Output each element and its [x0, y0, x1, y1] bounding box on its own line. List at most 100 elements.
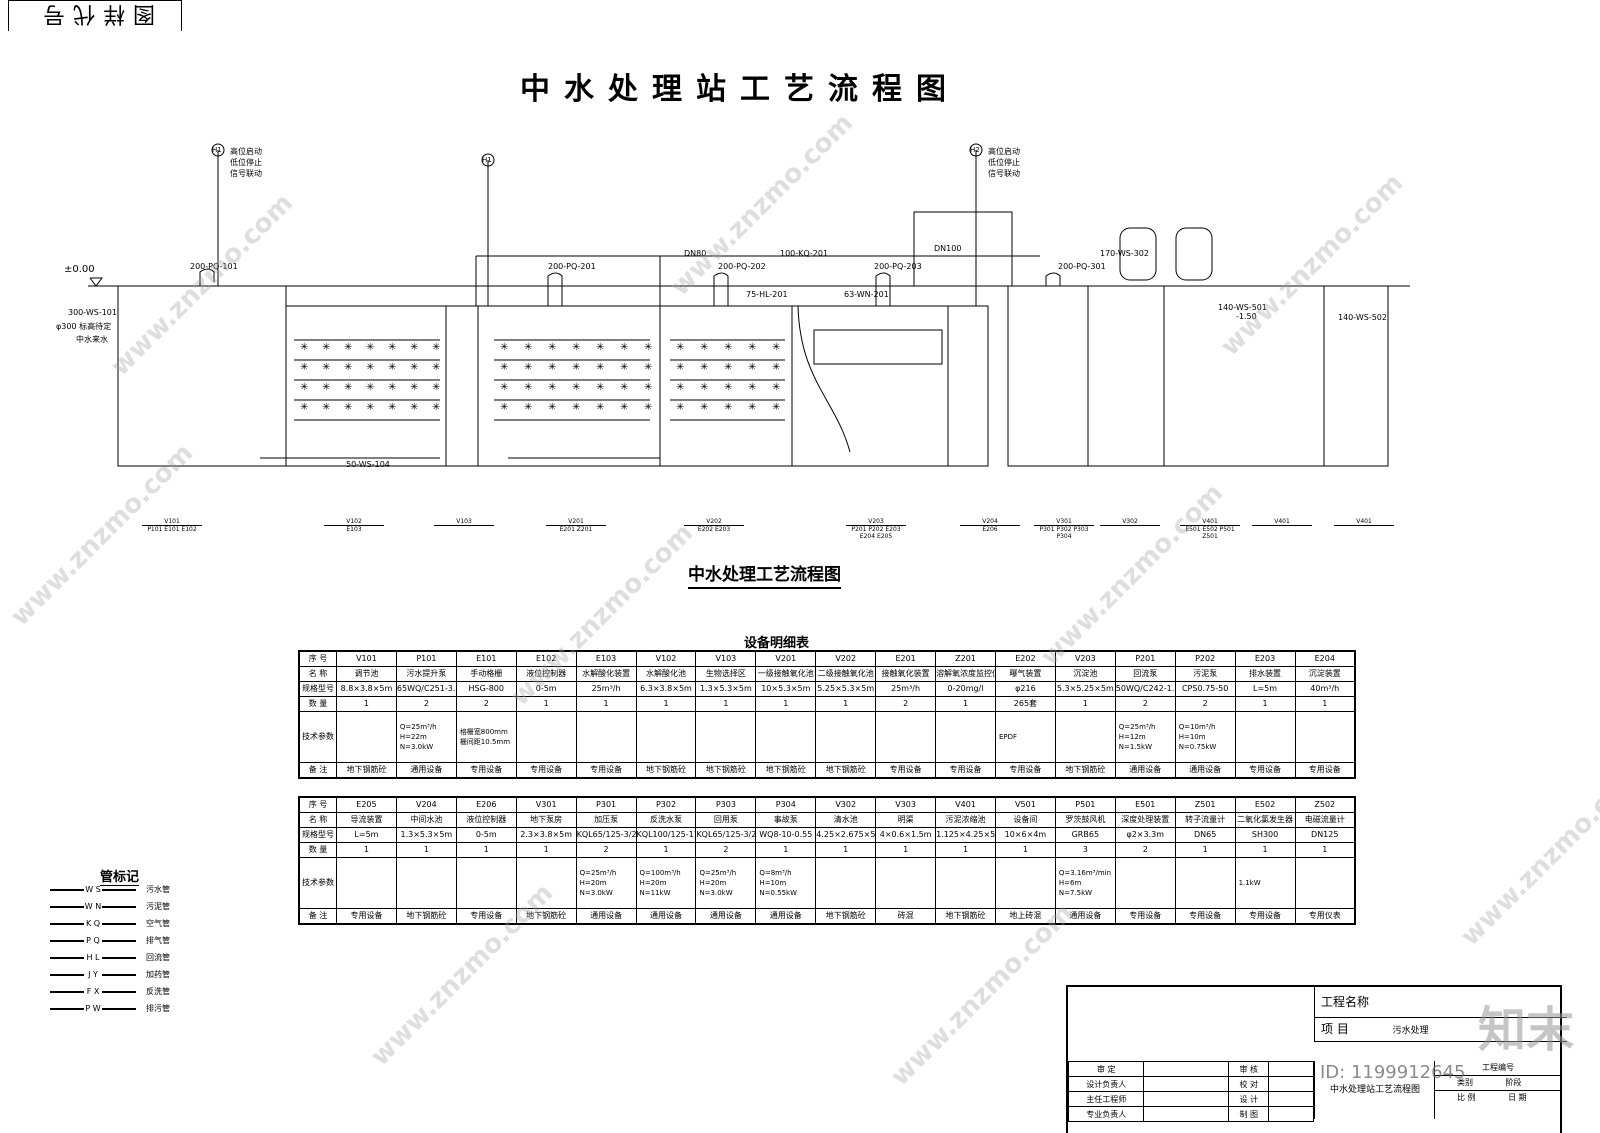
item-label: 项 目 — [1321, 1022, 1349, 1036]
tank-code-equipment: E501 E502 P501 Z501 — [1185, 526, 1235, 540]
aerator-mark: ✳ — [676, 382, 684, 393]
aerator-mark: ✳ — [748, 342, 756, 353]
table-cell: 地下钢筋砼 — [515, 908, 577, 925]
signoff-role: 制 图 — [1228, 1106, 1269, 1122]
legend-name: 加药管 — [146, 970, 170, 979]
pipe-label: 63-WN-201 — [844, 290, 889, 299]
pipe-label: 50-WS-104 — [346, 460, 390, 469]
aerator-mark: ✳ — [500, 362, 508, 373]
aerator-mark: ✳ — [748, 362, 756, 373]
aerator-mark: ✳ — [500, 382, 508, 393]
table-cell: 地下钢筋砼 — [935, 908, 996, 925]
table-cell: 1 — [395, 842, 457, 858]
table-cell: 1 — [1294, 696, 1356, 712]
row-label: 名 称 — [298, 666, 337, 682]
title-block: 审 定审 核设计负责人校 对主任工程师设 计专业负责人制 图 工程名称 项 目 … — [1066, 985, 1567, 1133]
aerator-mark: ✳ — [676, 362, 684, 373]
aerator-mark: ✳ — [596, 402, 604, 413]
table-cell: P302 — [635, 796, 697, 813]
table-cell: V401 — [935, 796, 996, 813]
table-cell: V102 — [635, 650, 697, 667]
table-cell: 专用设备 — [994, 762, 1056, 779]
signoff-row: 审 定审 核 — [1067, 1061, 1314, 1077]
aerator-mark: ✳ — [724, 342, 732, 353]
aerator-mark: ✳ — [596, 382, 604, 393]
legend-line — [102, 905, 136, 908]
table-cell: 深度处理装置 — [1114, 812, 1176, 828]
aerator-mark: ✳ — [620, 342, 628, 353]
signoff-sign — [1143, 1061, 1230, 1077]
tank-code-id: V201 — [546, 518, 606, 526]
table-cell: V301 — [515, 796, 577, 813]
row-label: 数 量 — [298, 696, 337, 712]
table-cell: EPDF — [994, 711, 1056, 763]
table-cell: 调节池 — [336, 666, 397, 682]
aerator-mark: ✳ — [500, 342, 508, 353]
table-cell — [1294, 857, 1356, 909]
tank-middle — [947, 305, 989, 467]
table-cell: 专用设备 — [455, 908, 517, 925]
pipe-label: 140-WS-502 — [1338, 313, 1387, 322]
table-cell: E203 — [1234, 650, 1296, 667]
legend-code: H L — [86, 953, 100, 962]
table-cell: 通用设备 — [1054, 908, 1116, 925]
table-cell: 专用设备 — [1234, 762, 1296, 779]
table-cell: 溶解氧浓度监控仪 — [935, 666, 996, 682]
table-cell: 专用设备 — [575, 762, 637, 779]
table-cell: 5.3×5.25×5m — [1054, 681, 1116, 697]
table-row: 备 注地下钢筋砼通用设备专用设备专用设备专用设备地下钢筋砼地下钢筋砼地下钢筋砼地… — [298, 762, 1356, 779]
table-cell: 8.8×3.8×5m — [336, 681, 397, 697]
legend-line — [50, 905, 84, 908]
table-cell: 中间水池 — [395, 812, 457, 828]
aerator-mark: ✳ — [572, 362, 580, 373]
table-cell: 4×0.6×1.5m — [875, 827, 937, 843]
table-cell: 地下钢筋砼 — [635, 762, 697, 779]
table-cell: 1.125×4.25×5m — [935, 827, 996, 843]
legend-code: W N — [84, 902, 102, 911]
table-cell: 1 — [935, 842, 996, 858]
aerator-mark: ✳ — [300, 402, 308, 413]
table-cell: 沉淀装置 — [1294, 666, 1356, 682]
signoff-role: 主任工程师 — [1067, 1091, 1145, 1107]
table-cell: 接触氧化装置 — [875, 666, 937, 682]
table-cell: 1.1kW — [1234, 857, 1296, 909]
signoff-role: 设 计 — [1228, 1091, 1269, 1107]
table-cell: V103 — [695, 650, 757, 667]
table-cell: Q=25m³/h H=20m N=3.0kW — [575, 857, 637, 909]
watermark-logo: 知末 — [1478, 1002, 1575, 1058]
signoff-role: 设计负责人 — [1067, 1076, 1145, 1092]
pipe-label: 200-PQ-301 — [1058, 262, 1106, 271]
tank-code: V103 — [434, 518, 494, 526]
table-cell: 1 — [515, 696, 577, 712]
row-label: 规格型号 — [298, 681, 337, 697]
table-cell: 明渠 — [875, 812, 937, 828]
pipe-label: 200-PQ-202 — [718, 262, 766, 271]
table-cell: 1 — [575, 696, 637, 712]
table-cell: SH300 — [1234, 827, 1296, 843]
signal-note-h1: 高位启动低位停止信号联动 — [230, 147, 262, 178]
table-cell: 液位控制器 — [515, 666, 577, 682]
aerator-mark: ✳ — [676, 342, 684, 353]
table-cell: 25m³/h — [875, 681, 937, 697]
aerator-mark: ✳ — [644, 402, 652, 413]
table-cell — [336, 711, 397, 763]
table-cell: E103 — [575, 650, 637, 667]
table-cell: 反洗水泵 — [635, 812, 697, 828]
table-cell: L=5m — [336, 827, 397, 843]
aerator-mark: ✳ — [724, 402, 732, 413]
tank-code-equipment: P301 P302 P303 P304 — [1039, 526, 1089, 540]
tank-end — [1323, 285, 1389, 467]
watermark-text: www.znzmo.com — [885, 898, 1080, 1092]
table-cell — [935, 711, 996, 763]
legend-name: 污水管 — [146, 885, 170, 894]
sensor-label-h1b: H1 — [482, 156, 492, 164]
table-cell: E501 — [1114, 796, 1176, 813]
legend-title: 管标记 — [100, 866, 140, 886]
aerator-mark: ✳ — [322, 362, 330, 373]
row-label: 备 注 — [298, 762, 337, 779]
legend-line — [102, 922, 136, 925]
table-cell — [635, 711, 697, 763]
